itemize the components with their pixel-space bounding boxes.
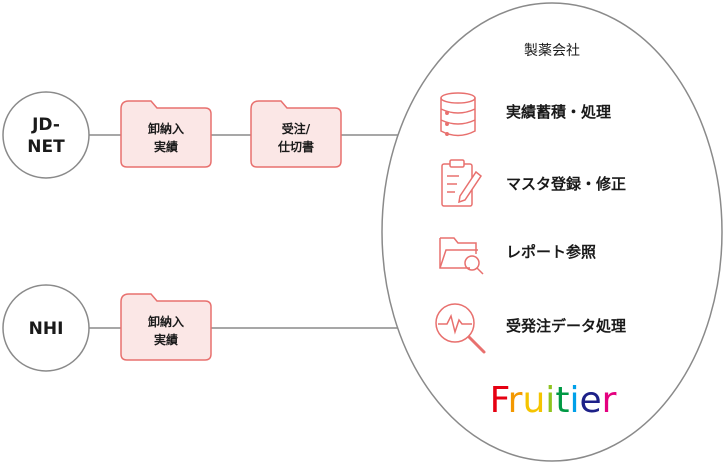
brand-letter: e: [579, 380, 601, 421]
clipboard-edit-icon: [441, 159, 483, 207]
source-nhi: NHI: [2, 284, 90, 372]
feature-report-reference: レポート参照: [439, 237, 596, 275]
folder-icon: [250, 100, 342, 168]
folder-oroshi-nonyu-2: 卸納入 実績: [120, 293, 212, 361]
folder-label-line2: 仕切書: [277, 139, 314, 154]
feature-label: 受発注データ処理: [506, 317, 626, 335]
brand-letter: r: [508, 380, 523, 421]
brand-letter: t: [555, 380, 569, 421]
brand-letter: i: [545, 380, 555, 421]
feature-label: 実績蓄積・処理: [506, 103, 611, 121]
database-icon: [440, 92, 476, 137]
pharma-company-ellipse: [381, 2, 723, 462]
brand-letter: F: [490, 380, 509, 421]
brand-letter: r: [602, 380, 617, 421]
folder-label-line2: 実績: [154, 332, 178, 347]
feature-label: マスタ登録・修正: [506, 175, 626, 193]
folder-icon: [120, 100, 212, 168]
fruitier-logo: Fruitier: [490, 380, 617, 421]
brand-letter: u: [522, 380, 545, 421]
pulse-search-icon: [435, 303, 486, 354]
source-jdnet: JD- NET: [2, 91, 90, 179]
folder-oroshi-nonyu-1: 卸納入 実績: [120, 100, 212, 168]
company-title: 製薬会社: [524, 43, 580, 59]
feature-master-registration: マスタ登録・修正: [441, 159, 626, 207]
jdnet-label-line1: JD-: [31, 115, 60, 135]
folder-label-line1: 卸納入: [148, 121, 184, 136]
folder-label-line2: 実績: [154, 139, 178, 154]
jdnet-label-line2: NET: [27, 137, 65, 157]
nhi-label: NHI: [29, 319, 64, 339]
feature-label: レポート参照: [506, 243, 596, 261]
jdnet-circle: [2, 91, 90, 179]
brand-letter: i: [569, 380, 579, 421]
folder-label-line1: 卸納入: [148, 314, 184, 329]
nhi-circle: [2, 284, 90, 372]
folder-juchu-shikiri: 受注/ 仕切書: [250, 100, 342, 168]
feature-order-data-processing: 受発注データ処理: [435, 303, 626, 354]
folder-icon: [120, 293, 212, 361]
feature-data-accumulation: 実績蓄積・処理: [440, 92, 611, 137]
folder-search-icon: [439, 237, 484, 275]
folder-label-line1: 受注/: [282, 121, 311, 136]
